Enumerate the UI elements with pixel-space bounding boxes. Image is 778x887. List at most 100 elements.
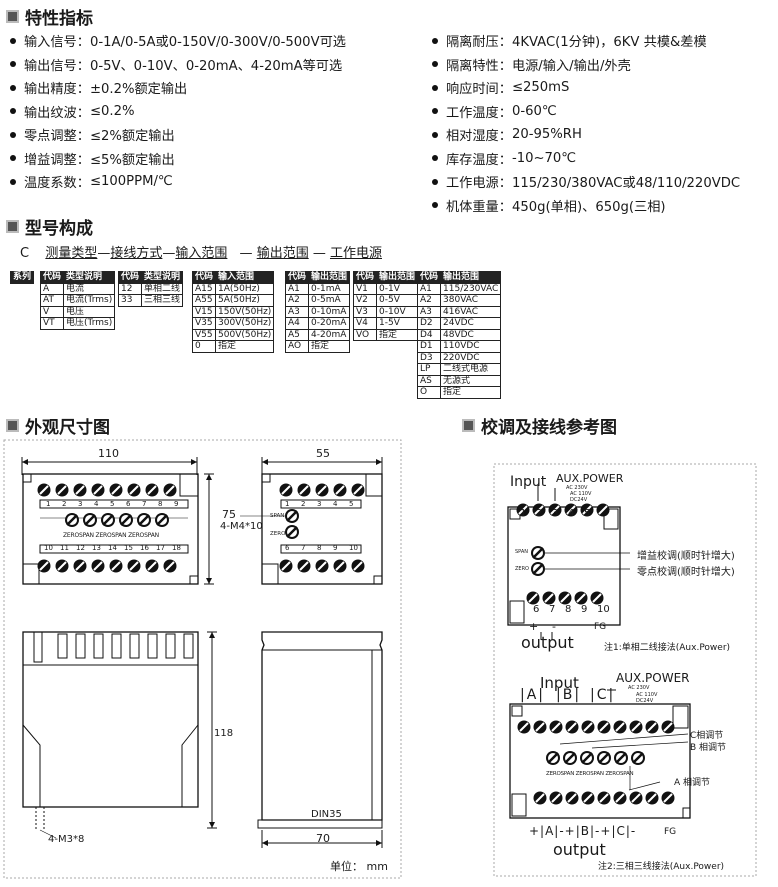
terminal-number: 5 bbox=[584, 508, 591, 519]
wiring-phase-b: |B| bbox=[556, 687, 582, 703]
table-cell: 指定 bbox=[440, 386, 502, 399]
terminal-number: 6 bbox=[285, 544, 290, 552]
adjust-knob bbox=[135, 511, 153, 529]
wiring-ac230-label-3: AC 230V bbox=[628, 685, 650, 691]
table-cell: AT bbox=[39, 294, 65, 307]
terminal-screw bbox=[516, 719, 532, 735]
spec-value: ≤2%额定输出 bbox=[89, 129, 175, 145]
terminal-screw bbox=[644, 719, 660, 735]
wiring-b-adjust: B 相调节 bbox=[690, 743, 727, 753]
terminal-number: 4 bbox=[333, 500, 338, 508]
table-cell: A55 bbox=[191, 294, 217, 307]
table-cell: 代码 bbox=[284, 271, 310, 284]
section-title-dims: 外观尺寸图 bbox=[6, 413, 110, 438]
terminal-screw bbox=[36, 558, 52, 574]
spec-value: 0-5V、0-10V、0-20mA、4-20mA等可选 bbox=[89, 58, 343, 74]
bullet-icon bbox=[10, 37, 16, 44]
terminal-screw bbox=[108, 482, 124, 498]
table-cell: A bbox=[39, 282, 65, 295]
terminal-screw bbox=[144, 558, 160, 574]
model-dash: — bbox=[312, 246, 326, 261]
terminal-number: 1 bbox=[520, 508, 527, 519]
table-header-row: 代码输入范围 bbox=[191, 271, 275, 284]
terminal-number: 9 bbox=[333, 544, 338, 552]
wiring-frame bbox=[493, 463, 757, 877]
terminal-number: 1 bbox=[46, 500, 51, 508]
adjust-knob bbox=[578, 749, 596, 767]
table-cell: D1 bbox=[416, 340, 442, 353]
table-cell: 电压 bbox=[63, 305, 116, 318]
table-cell: 150V(50Hz) bbox=[215, 305, 275, 318]
terminal-screw bbox=[532, 719, 548, 735]
terminal-number: 7 bbox=[301, 544, 306, 552]
bullet-icon bbox=[10, 108, 16, 115]
spec-label: 输入信号： bbox=[24, 35, 90, 51]
table-cell: A3 bbox=[284, 305, 310, 318]
terminal-screw bbox=[532, 790, 548, 806]
table-cell: A4 bbox=[284, 317, 310, 330]
spec-value: 450g(单相)、650g(三相) bbox=[511, 199, 666, 215]
spec-item: 工作电源：115/230/380VAC或48/110/220VDC bbox=[432, 170, 740, 194]
terminal-number: 8 bbox=[565, 604, 572, 615]
bullet-icon bbox=[432, 202, 438, 209]
spec-item: 输入信号：0-1A/0-5A或0-150V/0-300V/0-500V可选 bbox=[10, 29, 346, 53]
table-cell: 300V(50Hz) bbox=[215, 317, 275, 330]
terminal-screw bbox=[108, 558, 124, 574]
wiring-aux-label-3: AUX.POWER bbox=[616, 671, 690, 685]
spec-label: 输出精度： bbox=[24, 82, 90, 98]
table-cell: 代码 bbox=[416, 271, 442, 284]
table-cell: V3 bbox=[352, 305, 378, 318]
wiring-output-three: output bbox=[553, 840, 606, 859]
terminal-number: 9 bbox=[581, 604, 588, 615]
dim-screw-m4: 4-M4*10 bbox=[220, 521, 263, 532]
terminal-screw bbox=[54, 558, 70, 574]
spec-list-right: 隔离耐压：4KVAC(1分钟)，6KV 共模&差模隔离特性：电源/输入/输出/外… bbox=[432, 29, 740, 217]
terminal-number: 16 bbox=[140, 544, 149, 552]
model-wiring: 接线方式 bbox=[110, 246, 163, 261]
spec-label: 隔离耐压： bbox=[446, 35, 512, 51]
terminal-number: 10 bbox=[349, 544, 358, 552]
model-power: 工作电源 bbox=[329, 246, 382, 261]
terminal-number: 15 bbox=[124, 544, 133, 552]
terminal-number: 8 bbox=[158, 500, 163, 508]
section-title-text: 型号构成 bbox=[25, 219, 93, 239]
section-title-text: 校调及接线参考图 bbox=[481, 418, 617, 438]
dim-din35: DIN35 bbox=[311, 809, 342, 820]
spec-label: 温度系数： bbox=[24, 176, 90, 192]
spec-label: 零点调整： bbox=[24, 129, 90, 145]
table-cell: AO bbox=[284, 340, 310, 353]
terminal-screw bbox=[548, 719, 564, 735]
table-cell: 指定 bbox=[308, 340, 351, 353]
table-cell: 0-10V bbox=[376, 305, 419, 318]
terminal-number: 3 bbox=[78, 500, 83, 508]
table-cell: 二线式电源 bbox=[440, 363, 502, 376]
wiring-phase-a: |A| bbox=[520, 687, 546, 703]
spec-item: 响应时间：≤250mS bbox=[432, 76, 740, 100]
dim-height-75: 75 bbox=[222, 508, 236, 521]
section-title-wiring: 校调及接线参考图 bbox=[462, 413, 617, 438]
spec-value: 20-95%RH bbox=[511, 127, 582, 143]
span-knob bbox=[283, 507, 301, 525]
table-cell: 24VDC bbox=[440, 317, 502, 330]
spec-label: 库存温度： bbox=[446, 152, 512, 168]
table-cell: 0-10mA bbox=[308, 305, 351, 318]
spec-label: 响应时间： bbox=[446, 82, 512, 98]
spec-item: 机体重量：450g(单相)、650g(三相) bbox=[432, 194, 740, 218]
dim-width-55: 55 bbox=[316, 447, 330, 460]
terminal-number: 11 bbox=[60, 544, 69, 552]
table-cell: V2 bbox=[352, 294, 378, 307]
table-cell: V1 bbox=[352, 282, 378, 295]
wiring-ac230-label: AC 230V bbox=[566, 485, 588, 491]
section-square-icon bbox=[6, 419, 19, 432]
